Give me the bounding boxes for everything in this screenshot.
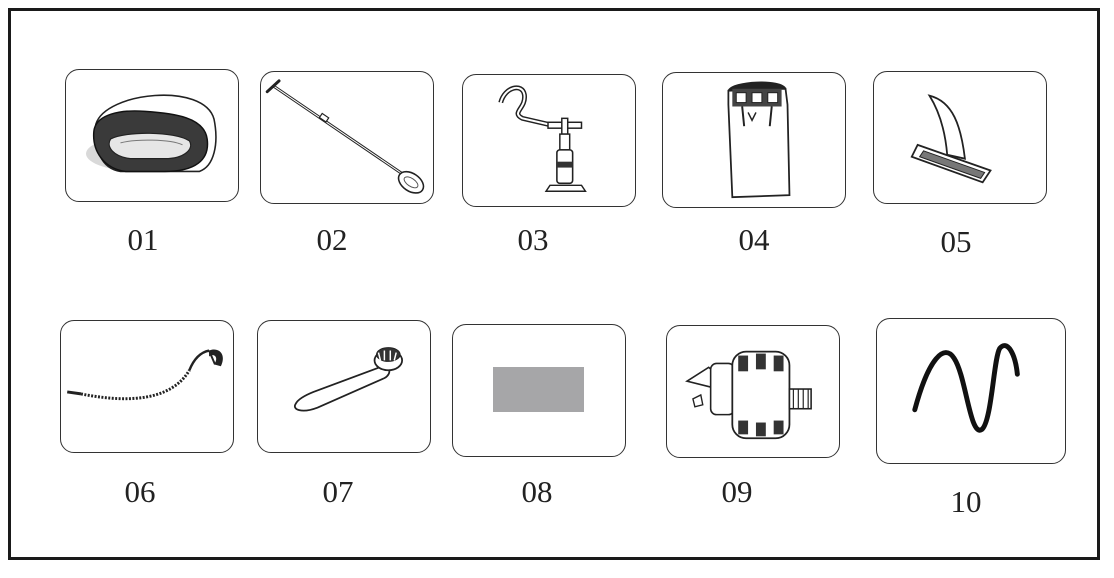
item-10-box — [876, 318, 1066, 464]
hand-pump-icon — [498, 85, 587, 192]
item-03-number: 03 — [517, 222, 549, 257]
paddle-icon — [265, 79, 425, 194]
parts-list-frame — [8, 8, 1100, 560]
item-07-box — [257, 320, 431, 453]
item-06-box — [60, 320, 234, 453]
item-04-box — [662, 72, 846, 208]
coil-cord-icon — [912, 343, 1020, 433]
item-09-number: 09 — [721, 474, 753, 509]
item-10-number: 10 — [950, 484, 982, 519]
placeholder-image — [493, 367, 584, 412]
item-08-box — [452, 324, 626, 457]
item-09-box — [666, 325, 840, 458]
valve-wrench-icon — [294, 347, 403, 412]
item-08-number: 08 — [521, 474, 553, 509]
sup-board-rolled-icon — [86, 94, 217, 173]
fin-icon — [910, 94, 992, 184]
item-06-number: 06 — [124, 474, 156, 509]
item-04-number: 04 — [738, 222, 770, 257]
pump-adapter-icon — [685, 350, 812, 440]
item-02-number: 02 — [316, 222, 348, 257]
item-02-box — [260, 71, 434, 204]
item-01-box — [65, 69, 239, 202]
item-05-box — [873, 71, 1047, 204]
leash-icon — [67, 349, 223, 401]
item-07-number: 07 — [322, 474, 354, 509]
item-03-box — [462, 74, 636, 207]
backpack-icon — [727, 81, 791, 199]
item-01-number: 01 — [127, 222, 159, 257]
item-05-number: 05 — [940, 224, 972, 259]
